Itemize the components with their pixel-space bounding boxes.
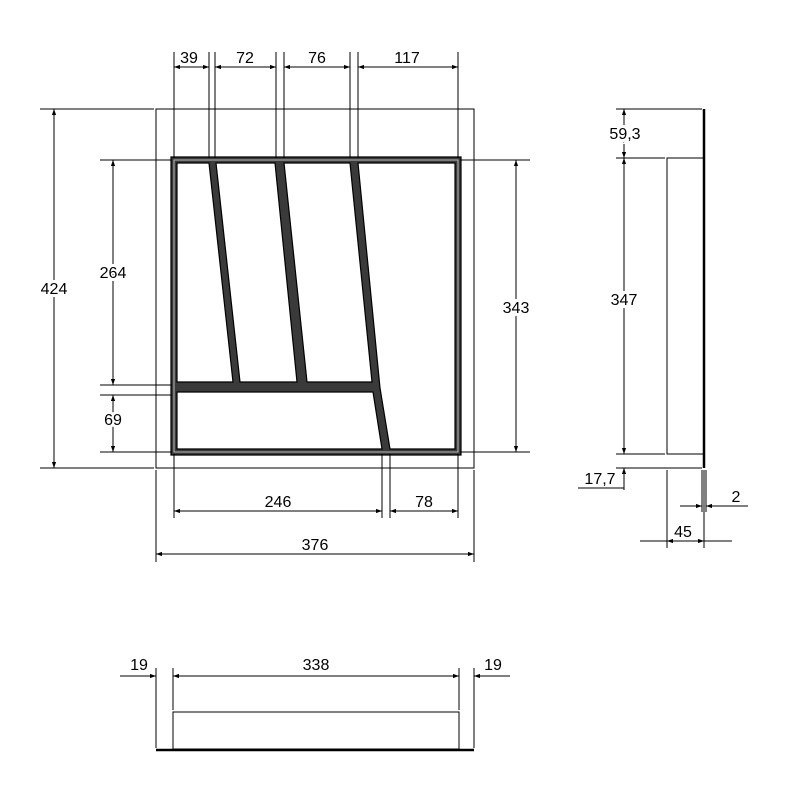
dim-side-2: 2 (732, 489, 741, 506)
top-view: 39 72 76 117 424 264 69 343 (38, 50, 532, 562)
dim-bottom-78: 78 (415, 494, 433, 511)
dim-side-45: 45 (674, 524, 692, 541)
tray-flange-outline (155, 108, 475, 469)
tray-body (170, 156, 462, 456)
dim-side-347: 347 (611, 292, 638, 309)
dim-bottom-376: 376 (302, 537, 329, 554)
dim-left-264: 264 (100, 265, 127, 282)
top-dimension-lines (173, 52, 459, 158)
dim-front-19-right: 19 (484, 657, 502, 674)
dim-right-343: 343 (503, 300, 530, 317)
dim-top-76: 76 (308, 50, 326, 67)
side-view: 59,3 347 17,7 45 2 (578, 108, 748, 548)
side-dimension-lines (578, 108, 748, 548)
dim-side-59-3: 59,3 (609, 126, 640, 143)
dim-top-72: 72 (236, 50, 254, 67)
dim-front-19-left: 19 (130, 657, 148, 674)
wall-inner-lines (173, 159, 459, 453)
dim-left-69: 69 (104, 412, 122, 429)
dim-front-338: 338 (303, 657, 330, 674)
dim-top-39: 39 (180, 50, 198, 67)
dim-bottom-246: 246 (265, 494, 292, 511)
right-dimension-lines (460, 159, 530, 453)
dim-top-117: 117 (394, 50, 420, 67)
front-body-outline (172, 711, 460, 750)
bottom-dimension-lines (155, 454, 475, 562)
side-body-outline (666, 157, 705, 455)
dim-left-424: 424 (41, 281, 68, 298)
dim-side-17-7: 17,7 (584, 471, 615, 488)
front-dimension-lines (120, 668, 510, 748)
front-view: 19 338 19 (120, 657, 510, 752)
left-dimension-lines (40, 108, 172, 469)
